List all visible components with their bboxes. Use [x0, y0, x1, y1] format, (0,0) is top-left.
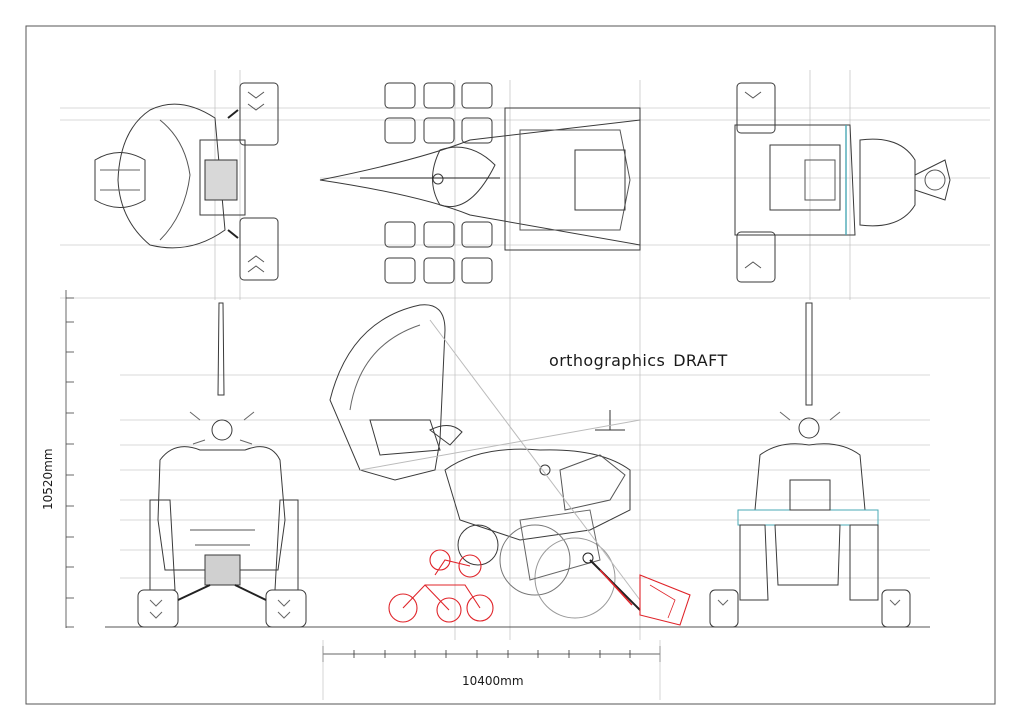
drawing-title: orthographics DRAFT — [549, 351, 728, 370]
top-view-left — [94, 82, 279, 281]
overall-height-dimension: 10520mm — [41, 448, 55, 510]
vertical-ruler — [65, 290, 74, 628]
title-word-draft: DRAFT — [673, 351, 728, 370]
side-view — [329, 304, 641, 619]
rear-view — [709, 302, 911, 628]
overall-width-dimension: 10400mm — [462, 674, 524, 688]
horizontal-ruler — [322, 640, 661, 700]
front-view — [137, 302, 307, 628]
title-word-orthographics: orthographics — [549, 351, 666, 370]
side-view-red-highlights — [388, 549, 691, 626]
sheet-border — [25, 25, 996, 705]
top-view-right — [734, 82, 951, 283]
top-view-center — [319, 82, 641, 284]
